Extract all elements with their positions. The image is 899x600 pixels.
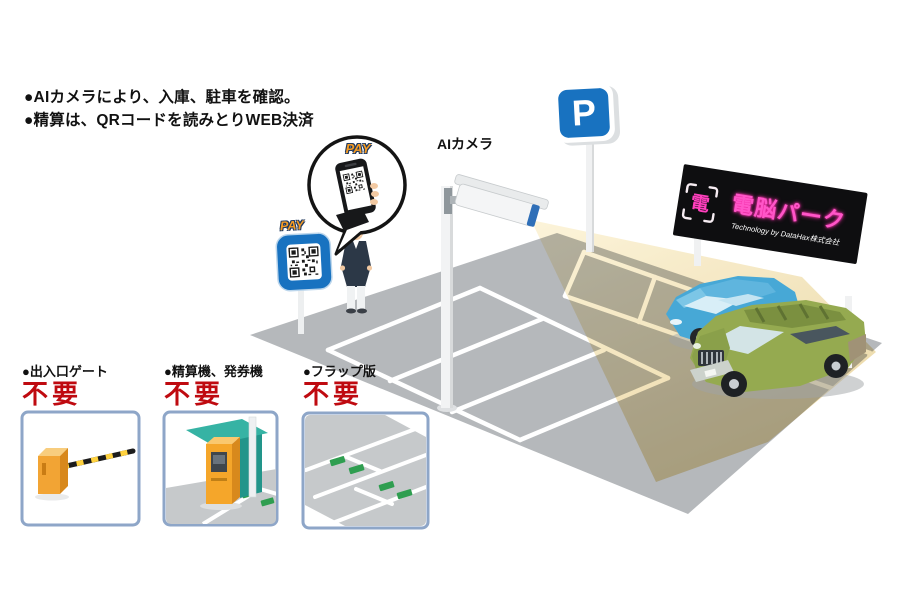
feature-flap-label: ●フラップ版 xyxy=(303,364,376,379)
flap-illustration xyxy=(305,415,426,526)
smartphone-icon xyxy=(335,158,376,217)
flap-plate-icon xyxy=(329,456,413,500)
green-suv xyxy=(690,300,866,399)
parking-sign-letter: P xyxy=(557,87,611,139)
intro-notes: ●AIカメラにより、入庫、駐車を確認。 ●精算は、QRコードを読みとりWEB決済 xyxy=(24,86,314,132)
feature-box-flap xyxy=(301,411,430,530)
p-sign-pole xyxy=(586,134,594,252)
billboard-logo-char: 電 xyxy=(689,192,711,217)
payment-machine-illustration xyxy=(166,416,276,524)
feature-machine-status: 不要 xyxy=(164,379,225,409)
billboard-logo-icon: 電 xyxy=(681,183,719,223)
qr-code-icon xyxy=(288,246,320,278)
billboard: 電 電脳パーク Technology by DataHax株式会社 xyxy=(672,164,868,265)
feature-box-machine xyxy=(162,410,279,527)
feature-machine: ●精算機、発券機 不要 xyxy=(164,361,263,408)
feature-gate-label: ●出入口ゲート xyxy=(22,364,108,379)
feature-flap-status: 不要 xyxy=(303,379,364,409)
note-line-1: ●AIカメラにより、入庫、駐車を確認。 xyxy=(24,89,300,106)
feature-box-gate xyxy=(20,410,141,527)
pay-label-sign: PAY xyxy=(279,218,305,234)
speech-bubble xyxy=(307,135,407,256)
hand-icon xyxy=(336,183,379,231)
qr-code-icon xyxy=(342,170,367,195)
feature-gate-status: 不要 xyxy=(22,379,83,409)
ai-camera-label: AIカメラ xyxy=(437,136,493,152)
gate-barrier-illustration xyxy=(35,448,136,501)
pay-qr-sign xyxy=(275,232,333,334)
parking-sign: P xyxy=(552,82,616,144)
note-line-2: ●精算は、QRコードを読みとりWEB決済 xyxy=(24,112,314,129)
camera-pole xyxy=(437,186,457,412)
pay-label-bubble: PAY xyxy=(345,141,371,156)
feature-flap: ●フラップ版 不要 xyxy=(303,361,376,408)
feature-gate: ●出入口ゲート 不要 xyxy=(22,361,108,408)
feature-machine-label: ●精算機、発券機 xyxy=(164,364,263,379)
security-camera-icon xyxy=(444,174,549,227)
